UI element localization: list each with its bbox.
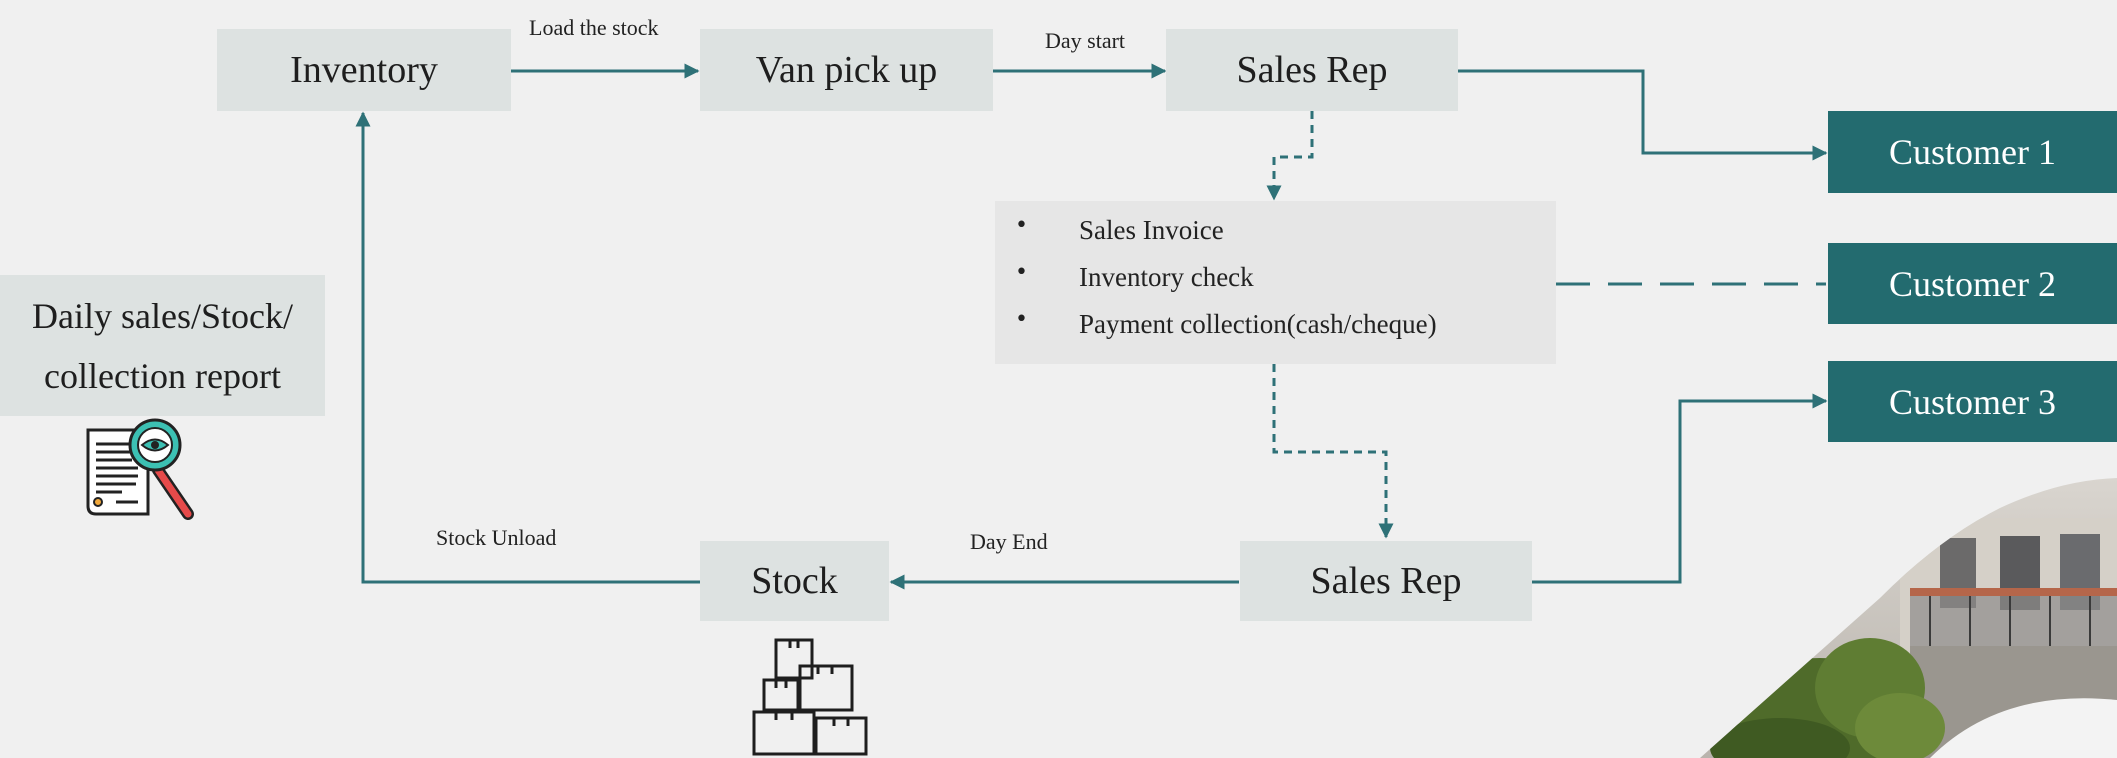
inventory-label: Inventory [290, 49, 438, 91]
customer-1-node: Customer 1 [1828, 111, 2117, 193]
stock-node: Stock [700, 541, 889, 621]
daily-report-box: Daily sales/Stock/ collection report [0, 275, 325, 416]
activity-text: Payment collection(cash/cheque) [1079, 309, 1437, 339]
customer-2-label: Customer 2 [1889, 263, 2056, 304]
building-photo [1700, 478, 2117, 758]
stock-label: Stock [751, 560, 838, 602]
bullet: • [1015, 260, 1028, 285]
edge-label-day-start: Day start [1045, 28, 1126, 53]
sales-rep-node-top: Sales Rep [1166, 29, 1458, 111]
bullet: • [1015, 213, 1028, 238]
report-label-line-2: collection report [44, 355, 281, 396]
van-pick-up-node: Van pick up [700, 29, 993, 111]
document-magnifier-icon [86, 418, 194, 520]
sales-rep-label-bottom: Sales Rep [1310, 560, 1462, 602]
customer-3-node: Customer 3 [1828, 361, 2117, 442]
boxes-stack-icon [752, 638, 868, 756]
customer-1-label: Customer 1 [1889, 132, 2056, 172]
activities-to-sales-rep-connector [1272, 364, 1394, 539]
van-pick-up-label: Van pick up [755, 49, 938, 91]
edge-label-stock-unload: Stock Unload [436, 525, 557, 550]
sales-rep-to-customer-3-connector [1532, 393, 1828, 584]
inventory-node: Inventory [217, 29, 511, 111]
customer-3-label: Customer 3 [1889, 381, 2056, 422]
activity-text: Inventory check [1079, 262, 1254, 292]
sales-rep-label-top: Sales Rep [1236, 49, 1388, 91]
edge-label-day-end: Day End [970, 529, 1048, 554]
sales-rep-node-bottom: Sales Rep [1240, 541, 1532, 621]
customer-2-node: Customer 2 [1828, 243, 2117, 324]
bullet: • [1015, 307, 1028, 332]
stock-to-inventory-connector [355, 111, 700, 584]
sales-rep-to-activities-connector [1266, 111, 1314, 201]
activities-box: • Sales Invoice • Inventory check • Paym… [995, 201, 1556, 364]
activity-text: Sales Invoice [1079, 215, 1224, 245]
edge-label-load-the-stock: Load the stock [529, 15, 659, 40]
sales-rep-to-customer-1-connector [1458, 69, 1828, 161]
report-label-line-1: Daily sales/Stock/ [32, 295, 293, 336]
